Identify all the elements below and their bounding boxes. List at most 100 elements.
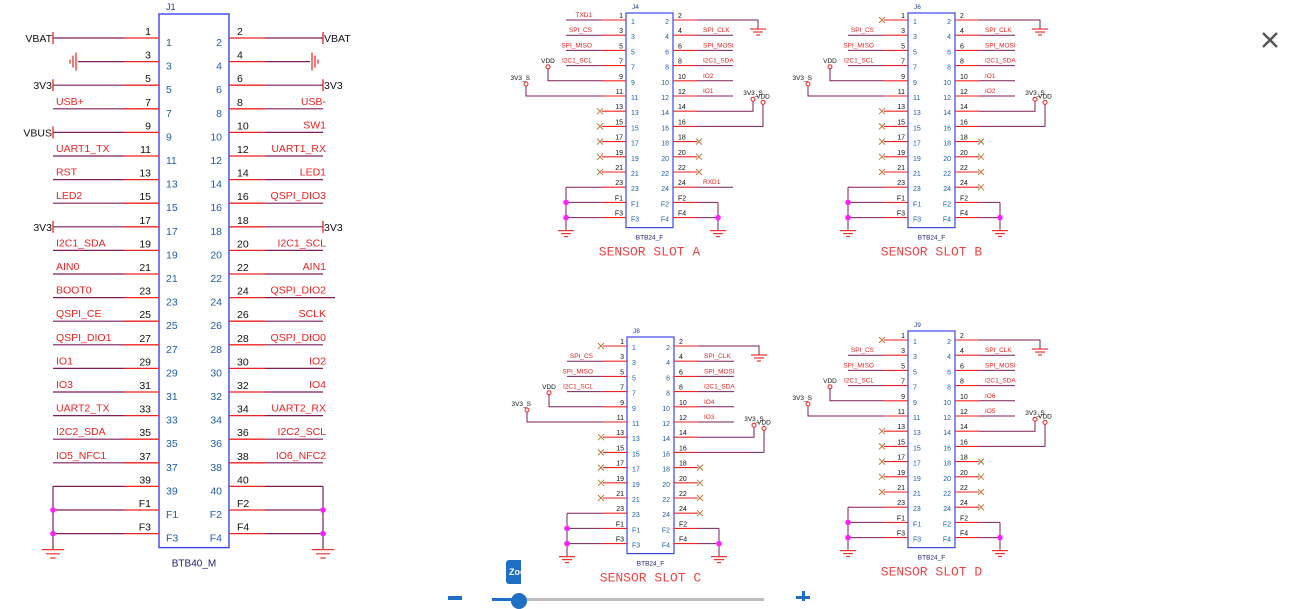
net-label: IO3	[56, 379, 73, 391]
pin-number: 14	[678, 104, 686, 111]
net-label: IO6_NFC2	[276, 450, 326, 462]
pin-number-inner: 1	[632, 345, 636, 352]
wire	[979, 101, 1036, 112]
pin-number-inner: 39	[166, 485, 178, 497]
pin-number-inner: 9	[631, 80, 635, 87]
net-label: SPI_MISO	[843, 42, 874, 49]
pin-number: 11	[617, 415, 624, 422]
nc-stroke	[977, 488, 985, 496]
power-label: VBAT	[25, 33, 52, 45]
pin-number: 23	[615, 180, 623, 187]
no-connect-icon	[878, 16, 886, 24]
ground-icon	[1032, 348, 1048, 356]
no-connect-icon	[878, 153, 886, 161]
pin-number-inner: 4	[947, 34, 951, 41]
no-connect-icon	[596, 168, 604, 176]
no-connect-icon	[596, 123, 604, 130]
power-label: 3V3	[33, 222, 52, 234]
plus-icon[interactable]	[796, 591, 810, 601]
nc-stroke	[596, 138, 604, 145]
pin-number: 32	[237, 380, 249, 392]
nc-stroke	[596, 107, 604, 115]
net-label: SPI_MISO	[561, 42, 592, 49]
pin-number-inner: F1	[913, 521, 921, 528]
power-port	[805, 81, 811, 87]
junction-dot	[563, 199, 569, 206]
pin-number-inner: 3	[631, 34, 635, 41]
junction-dot	[564, 540, 570, 547]
pin-number-inner: 6	[216, 84, 222, 96]
pin-number: F1	[616, 521, 624, 528]
net-label: SPI_CS	[851, 347, 875, 354]
power-label: VBAT	[324, 33, 351, 45]
power-label: VDD	[542, 384, 556, 391]
net-label: LED1	[300, 167, 326, 179]
junction-dot	[564, 525, 570, 532]
pin-number-inner: 12	[661, 95, 669, 102]
zoom-slider-thumb[interactable]	[511, 593, 528, 609]
net-label: SPI_MISO	[562, 368, 593, 375]
ground-icon	[69, 52, 77, 71]
pin-number-inner: 1	[913, 19, 917, 26]
pin-number: 11	[898, 89, 905, 96]
no-connect-icon	[977, 458, 985, 465]
no-connect-icon	[878, 138, 886, 145]
power-port	[827, 384, 833, 390]
pin-number-inner: 5	[632, 375, 636, 382]
pin-number: 14	[960, 424, 968, 431]
pin-number: 7	[619, 59, 623, 66]
close-icon	[1262, 32, 1278, 48]
part-name: BTB24_F	[637, 561, 664, 568]
pin-number-inner: 21	[913, 491, 921, 498]
pin-number-inner: 9	[913, 80, 917, 87]
pin-number: 10	[960, 74, 968, 81]
wire	[807, 406, 884, 417]
nc-stroke	[878, 443, 886, 450]
wire	[698, 345, 760, 355]
net-label: AIN0	[56, 261, 80, 273]
pin-number-inner: F2	[661, 201, 669, 208]
minus-icon[interactable]	[448, 596, 462, 600]
power-label: 3V3	[324, 222, 343, 234]
slot-title: SENSOR SLOT B	[881, 245, 983, 260]
nc-stroke	[878, 458, 886, 465]
pin-number-inner: 24	[943, 186, 951, 193]
ground-icon	[710, 230, 726, 238]
power-port	[761, 425, 767, 431]
pin-number: 35	[139, 427, 151, 439]
no-connect-icon	[695, 168, 703, 176]
pin-row-right: 22	[665, 13, 766, 36]
nc-stroke	[696, 494, 704, 502]
net-label: TXD1	[575, 12, 592, 19]
net-label: UART1_TX	[56, 143, 110, 155]
zoom-slider-track[interactable]	[492, 598, 764, 601]
pin-number-inner: 2	[216, 37, 222, 49]
junction-dot	[320, 507, 326, 513]
pin-number-inner: 3	[632, 360, 636, 367]
close-button[interactable]	[1254, 24, 1286, 56]
no-connect-icon	[597, 433, 605, 441]
ref-designator: J9	[914, 322, 921, 329]
power-port	[546, 390, 552, 396]
